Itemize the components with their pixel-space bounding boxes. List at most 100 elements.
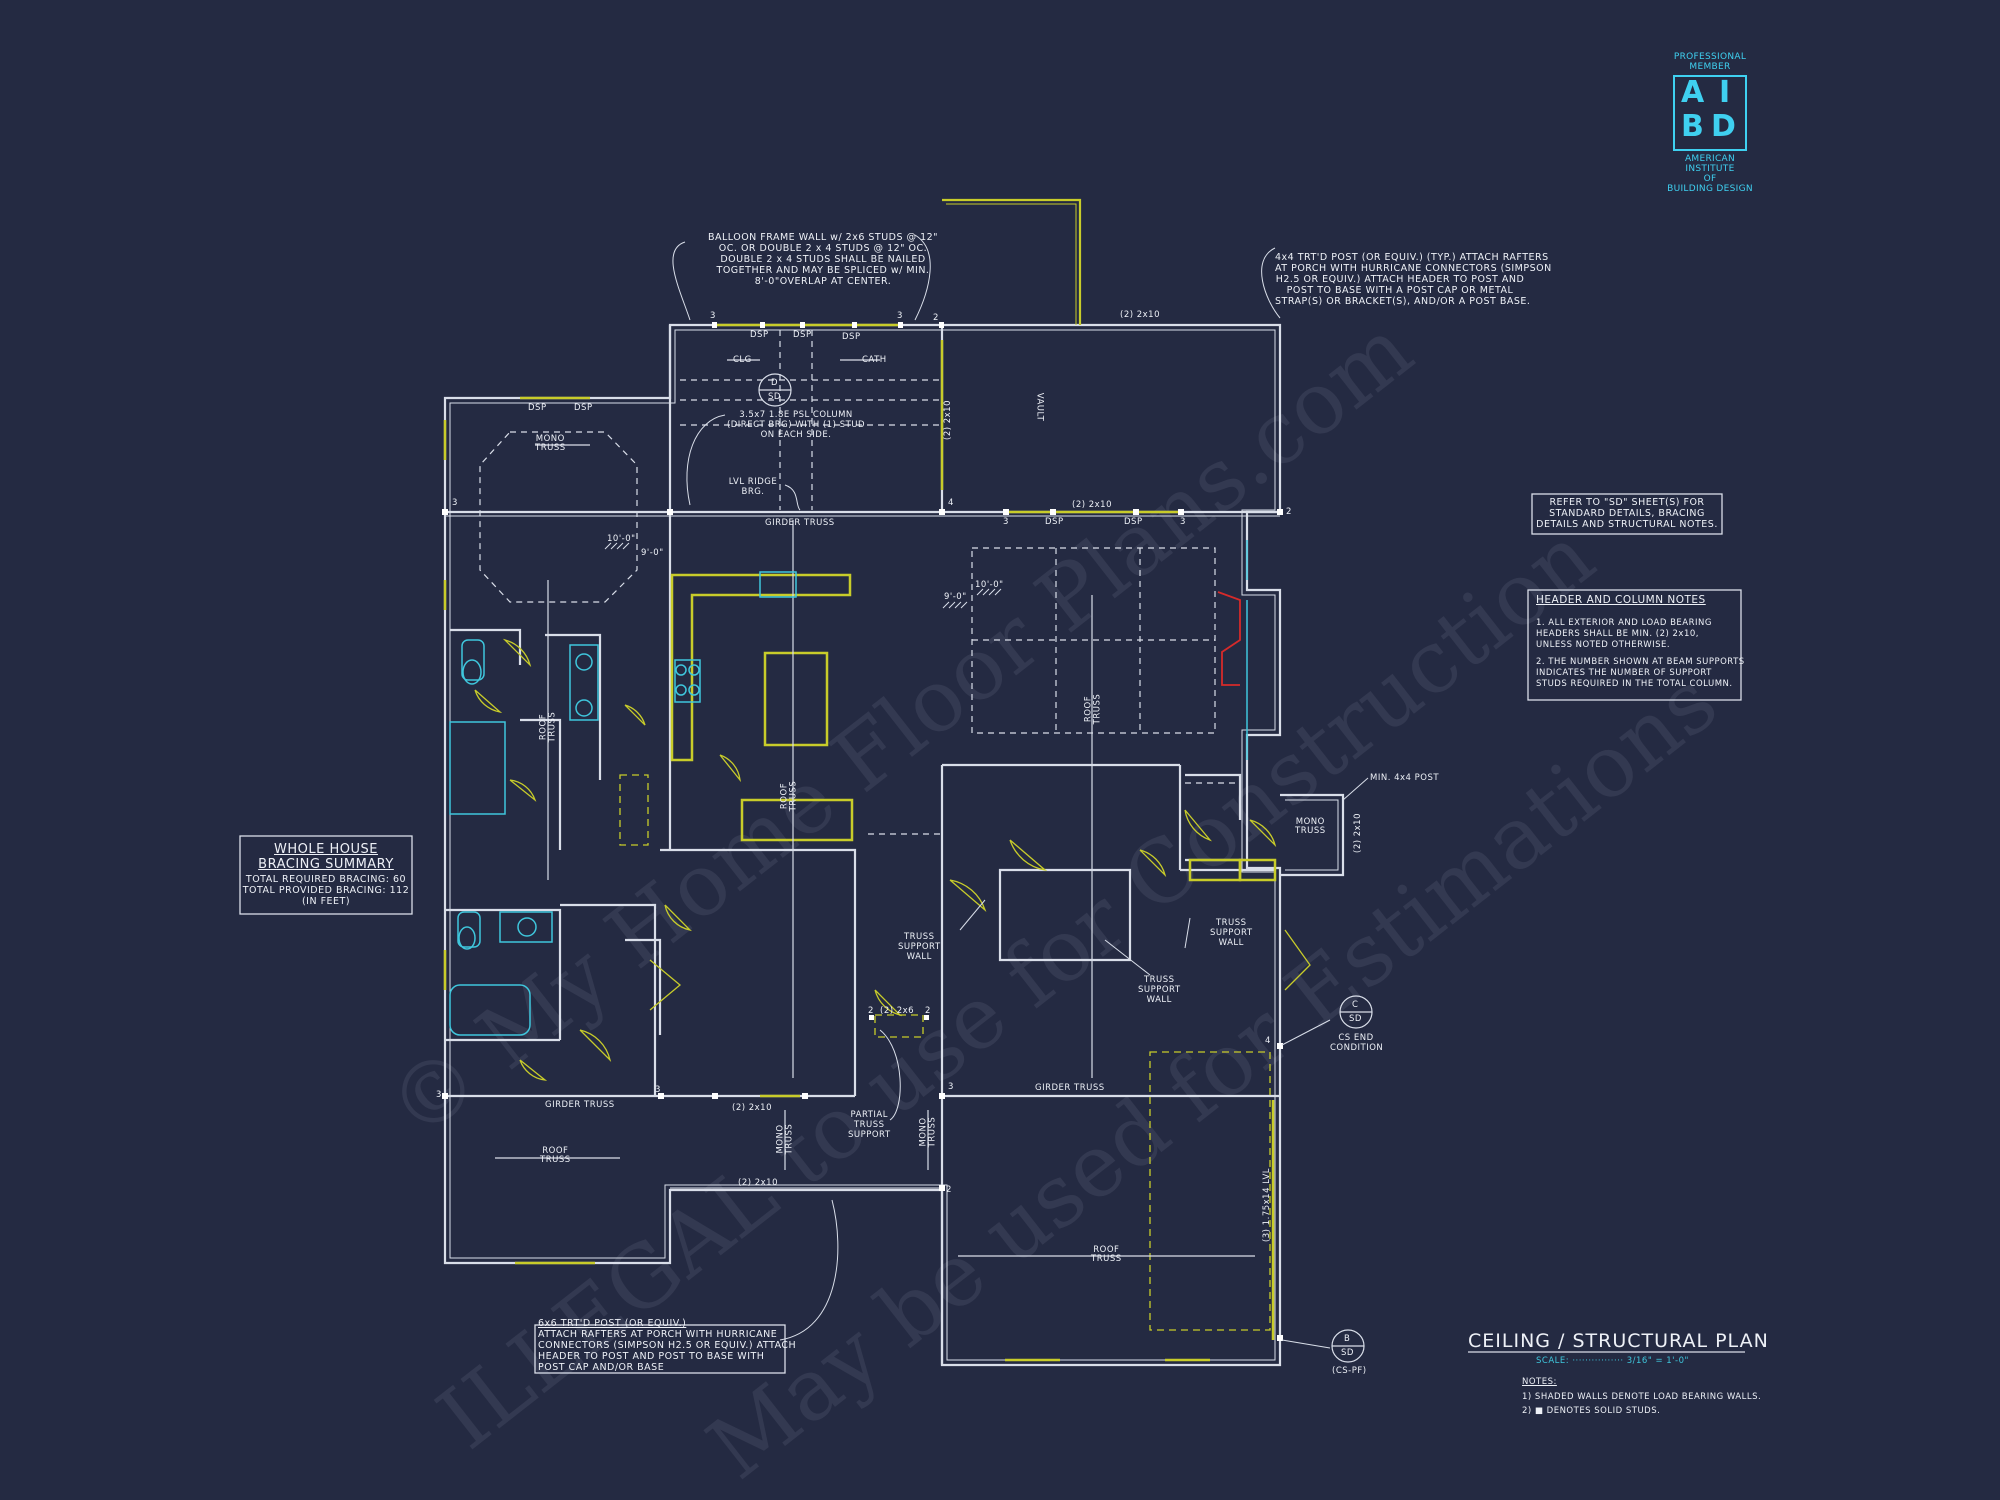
porch-bottom-line-1: 6x6 TRT'D POST (OR EQUIV.) [538, 1318, 687, 1329]
two-2x6-label: (2) 2x6 [880, 1006, 915, 1016]
porch-post-top-line-2: AT PORCH WITH HURRICANE CONNECTORS (SIMP… [1275, 263, 1552, 274]
psl-line-1: 3.5x7 1.8E PSL COLUMN [739, 410, 853, 420]
truss-support-wall-2: TRUSS SUPPORT WALL [1210, 918, 1253, 948]
tsw1-1: TRUSS [903, 932, 935, 942]
clg-label: CLG [733, 355, 752, 365]
header-note-line-3: UNLESS NOTED OTHERWISE. [1536, 640, 1671, 650]
exterior-wall [443, 323, 1282, 1367]
section-b-top: B [1344, 1334, 1351, 1344]
tsw1-2: SUPPORT [898, 942, 941, 952]
mono-truss-right-1: MONO [1295, 817, 1325, 827]
fireplace [1217, 591, 1241, 686]
tsw3-2: SUPPORT [1138, 985, 1181, 995]
stud-count-12: 2 [946, 1185, 952, 1195]
roof-truss-gl-2: TRUSS [540, 1155, 571, 1165]
section-c-bottom: SD [1349, 1014, 1362, 1024]
dsp-label-1: DSP [750, 330, 769, 340]
logo-letter-a: A [1681, 75, 1705, 110]
cs-end-label: CS END CONDITION [1330, 1033, 1383, 1053]
balloon-frame-line-5: 8'-0"OVERLAP AT CENTER. [754, 276, 892, 287]
refer-sd-line-1: REFER TO "SD" SHEET(S) FOR [1549, 497, 1705, 508]
porch-post-top-line-1: 4x4 TRT'D POST (OR EQUIV.) (TYP.) ATTACH… [1275, 252, 1549, 263]
balloon-frame-line-3: DOUBLE 2 x 4 STUDS SHALL BE NAILED [720, 254, 926, 265]
sheet-scale: SCALE: ················ 3/16" = 1'-0" [1536, 1356, 1689, 1366]
stud-count-2: 3 [897, 311, 903, 321]
roof-truss-kitchen-2: TRUSS [788, 780, 799, 812]
refer-sd-line-2: STANDARD DETAILS, BRACING [1549, 508, 1705, 519]
stud-count-3: 2 [933, 313, 939, 323]
mono-truss-b-2: TRUSS [927, 1116, 938, 1148]
mono-truss-bottom-b: MONO TRUSS [918, 1116, 938, 1148]
roof-truss-kitchen: ROOF TRUSS [779, 780, 799, 812]
ceiling-height-9-left: 9'-0" [641, 548, 664, 558]
sheet-note-2: 2) ■ DENOTES SOLID STUDS. [1522, 1406, 1661, 1416]
section-d-top: D [771, 378, 779, 388]
dsp-label-4: DSP [528, 403, 547, 413]
vault-label: VAULT [1034, 392, 1045, 422]
header-note-line-7: STUDS REQUIRED IN THE TOTAL COLUMN. [1536, 679, 1733, 689]
balloon-frame-line-4: TOGETHER AND MAY BE SPLICED w/ MIN. [716, 265, 930, 276]
logo-top-caption-2: MEMBER [1689, 62, 1731, 72]
logo-bottom-caption-1: AMERICAN INSTITUTE [1684, 154, 1736, 174]
porch-post-top-line-5: STRAP(S) OR BRACKET(S), AND/OR A POST BA… [1275, 296, 1531, 307]
porch-post-top-note: 4x4 TRT'D POST (OR EQUIV.) (TYP.) ATTACH… [1275, 252, 1552, 307]
dsp-label-6: DSP [1045, 517, 1064, 527]
tsw1-3: WALL [906, 952, 932, 962]
sheet-title: CEILING / STRUCTURAL PLAN [1468, 1330, 1769, 1352]
psl-line-3: ON EACH SIDE. [760, 430, 832, 440]
min-post-label: MIN. 4x4 POST [1370, 773, 1440, 783]
stud-count-13: 4 [1265, 1036, 1271, 1046]
mono-truss-top-2: TRUSS [535, 443, 566, 453]
dsp-label-7: DSP [1124, 517, 1143, 527]
header-column-notes-box [1527, 589, 1742, 701]
aibd-logo: PROFESSIONAL MEMBER A I B D AMERICAN INS… [1660, 52, 1760, 194]
bracing-provided: TOTAL PROVIDED BRACING: 112 [242, 885, 410, 896]
bracing-summary-lines: TOTAL REQUIRED BRACING: 60 TOTAL PROVIDE… [240, 874, 412, 907]
sheet-note-1: 1) SHADED WALLS DENOTE LOAD BEARING WALL… [1522, 1392, 1762, 1402]
logo-bottom-caption-2: OF [1703, 174, 1717, 184]
porch-bottom-line-5: POST CAP AND/OR BASE [538, 1362, 665, 1373]
two-2x10-top: (2) 2x10 [1120, 310, 1160, 320]
header-note-line-2: HEADERS SHALL BE MIN. (2) 2x10, [1536, 629, 1699, 639]
bracing-title-line-1: WHOLE HOUSE [274, 842, 378, 857]
section-d-bottom: SD [768, 392, 781, 402]
section-b-bottom: SD [1341, 1348, 1354, 1358]
mono-truss-right: MONO TRUSS [1295, 818, 1326, 836]
stud-count-8: 3 [1180, 517, 1186, 527]
stud-count-1: 3 [710, 311, 716, 321]
stud-count-7: 3 [1003, 517, 1009, 527]
tsw2-1: TRUSS [1215, 918, 1247, 928]
bracing-required: TOTAL REQUIRED BRACING: 60 [245, 874, 407, 885]
tsw2-3: WALL [1218, 938, 1244, 948]
header-column-notes-title: HEADER AND COLUMN NOTES [1536, 594, 1706, 606]
two-2x10-lower: (2) 2x10 [732, 1103, 772, 1113]
refer-sd-box [1531, 493, 1723, 535]
porch-bottom-line-4: HEADER TO POST AND POST TO BASE WITH [538, 1351, 765, 1362]
porch-bottom-line-2: ATTACH RAFTERS AT PORCH WITH HURRICANE [538, 1329, 778, 1340]
exterior-wall-inner [449, 329, 1276, 1361]
stud-count-9: 3 [436, 1090, 442, 1100]
porch-bottom-line-3: CONNECTORS (SIMPSON H2.5 OR EQUIV.) ATTA… [538, 1340, 797, 1351]
porch-post-top-line-3: H2.5 OR EQUIV.) ATTACH HEADER TO POST AN… [1275, 274, 1525, 285]
porch-post-top-line-4: POST TO BASE WITH A POST CAP OR METAL [1286, 285, 1514, 296]
balloon-frame-line-1: BALLOON FRAME WALL w/ 2x6 STUDS @ 12" [707, 232, 939, 243]
psl-column-note: 3.5x7 1.8E PSL COLUMN (DIRECT BRG) WITH … [726, 410, 866, 440]
balloon-frame-note: BALLOON FRAME WALL w/ 2x6 STUDS @ 12" OC… [703, 232, 943, 287]
sheet-notes-heading: NOTES: [1522, 1377, 1557, 1387]
mono-truss-top-1: MONO [535, 434, 565, 444]
cs-pf-label: (CS-PF) [1332, 1366, 1367, 1376]
logo-bottom-caption-3: BUILDING DESIGN [1667, 184, 1753, 194]
roof-truss-great-2: TRUSS [1092, 693, 1103, 725]
dsp-label-2: DSP [793, 330, 812, 340]
tsw3-3: WALL [1146, 995, 1172, 1005]
dsp-label-3: DSP [842, 332, 861, 342]
logo-letter-d: D [1711, 109, 1736, 144]
ceiling-height-9-right: 9'-0" [944, 592, 967, 602]
mono-truss-top: MONO TRUSS [535, 435, 566, 453]
roof-truss-great-room: ROOF TRUSS [1083, 693, 1103, 725]
mono-truss-bottom-a: MONO TRUSS [775, 1124, 794, 1155]
lvl-ridge-line-2: BRG. [741, 487, 765, 497]
bracing-summary-box [239, 835, 413, 915]
header-column-notes: 1. ALL EXTERIOR AND LOAD BEARING HEADERS… [1536, 618, 1745, 690]
